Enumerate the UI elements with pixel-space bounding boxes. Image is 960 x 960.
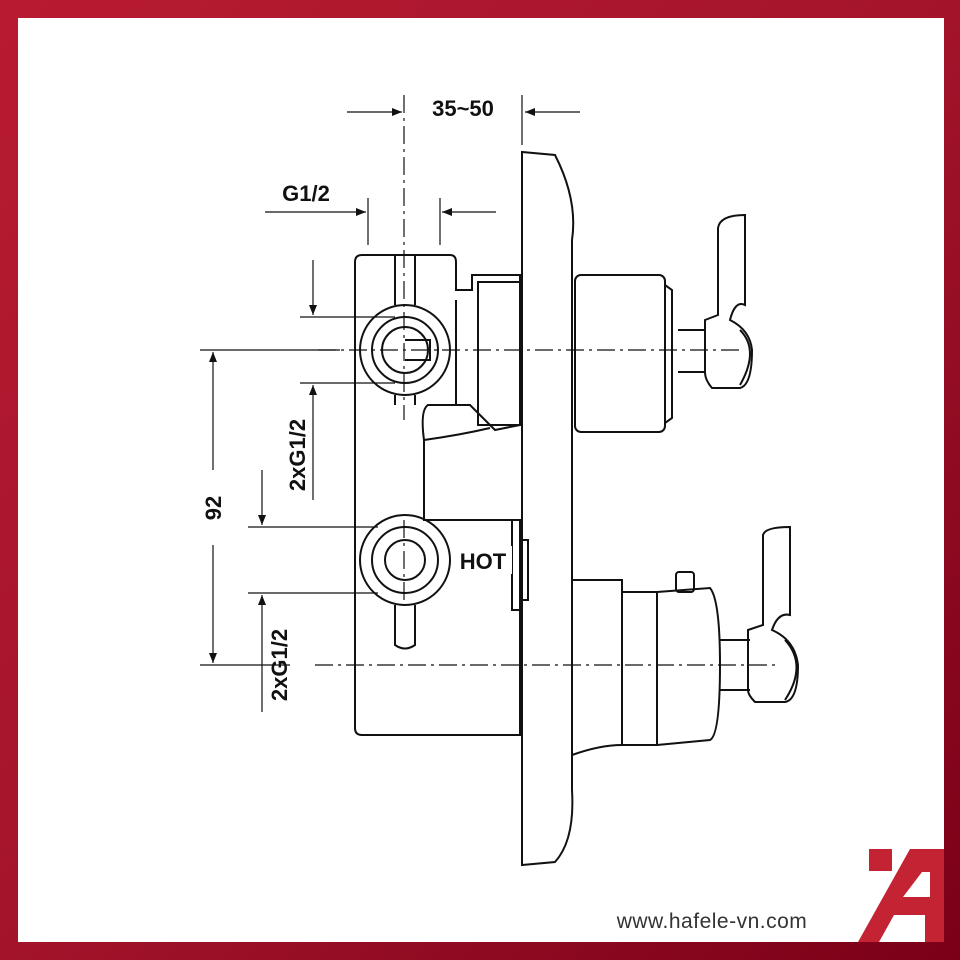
depth-dimension: 35~50 — [432, 96, 494, 121]
lower-cartridge — [621, 591, 658, 746]
hot-label: HOT — [460, 549, 507, 574]
upper-cartridge — [574, 274, 666, 433]
website-url: www.hafele-vn.com — [616, 910, 808, 933]
valve-body — [354, 254, 521, 736]
top-thread-dimension: G1/2 — [282, 181, 330, 206]
drawing-panel — [18, 18, 944, 942]
lower-lever — [747, 525, 800, 703]
spacing-dimension: 92 — [201, 496, 226, 520]
lower-inlets-dimension: 2xG1/2 — [267, 629, 292, 701]
lower-inlet — [359, 514, 451, 606]
upper-inlets-dimension: 2xG1/2 — [285, 419, 310, 491]
wall-plate — [521, 150, 575, 867]
hafele-logo — [858, 849, 944, 942]
upper-lever — [704, 213, 754, 389]
